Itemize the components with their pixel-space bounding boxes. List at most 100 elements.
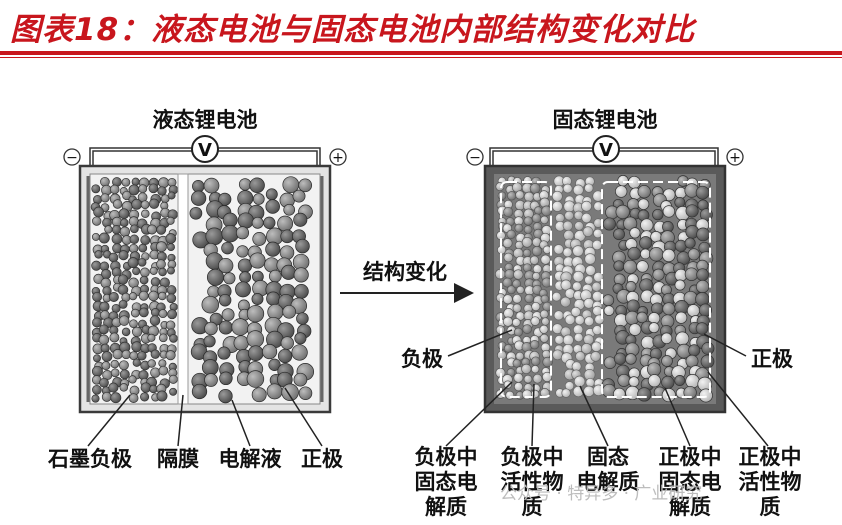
cathode-particle [648, 322, 660, 334]
graphite-particle [91, 232, 100, 241]
voltmeter-icon [191, 135, 219, 163]
voltmeter-symbol: V [198, 140, 212, 161]
cathode-particle [640, 248, 651, 260]
graphite-particle [140, 200, 150, 210]
arrow-label: 结构变化 [363, 260, 447, 284]
anode-particle [512, 279, 522, 289]
graphite-particle [129, 319, 138, 329]
cathode-particle [675, 331, 690, 346]
cathode-particle [684, 267, 699, 281]
anode-particle [532, 373, 543, 384]
label-electrolyte: 电解液 [219, 447, 282, 471]
cathode-particle [647, 362, 662, 377]
anode-particle [531, 365, 540, 374]
cathode-particle [629, 227, 641, 239]
cathode-particle [636, 260, 649, 273]
cathode-particle [246, 370, 265, 388]
anode-particle [522, 324, 533, 334]
graphite-particle [98, 232, 110, 244]
graphite-particle [139, 307, 149, 318]
anode-region-outline [500, 181, 552, 398]
cathode-particle [279, 245, 295, 260]
graphite-particle [101, 361, 111, 371]
cathode-particle [696, 268, 709, 282]
cathode-particle [662, 248, 676, 263]
graphite-particle [131, 341, 143, 353]
liquid-cathode-particles [189, 176, 315, 404]
cathode-particle [268, 269, 282, 283]
title-rule [0, 51, 842, 55]
cathode-particle [649, 246, 664, 262]
cathode-particle [201, 295, 220, 314]
anode-particle [521, 236, 533, 248]
solid-electrolyte-particle [591, 341, 602, 352]
graphite-particle [165, 350, 176, 361]
graphite-particle [118, 250, 129, 261]
svg-text:活性物: 活性物 [739, 470, 802, 494]
liquid-labels: 石墨负极 隔膜 电解液 正极 [47, 387, 344, 471]
cathode-particle [251, 293, 264, 305]
graphite-particle [156, 390, 168, 402]
cathode-particle [613, 352, 627, 365]
graphite-particle [140, 235, 151, 246]
cathode-particle [283, 203, 296, 216]
cathode-particle [205, 227, 224, 246]
solid-electrolyte-particle [583, 334, 594, 345]
anode-particle [512, 303, 522, 313]
solid-cathode-particles [601, 175, 715, 403]
cathode-particle [292, 189, 306, 203]
cathode-particle [221, 241, 234, 255]
cathode-particle [674, 279, 686, 291]
title-rule-thin [0, 57, 842, 58]
cathode-particle [219, 371, 233, 386]
anode-particle [530, 340, 540, 350]
cathode-particle [647, 374, 661, 388]
svg-text:固态电: 固态电 [415, 470, 478, 494]
solid-electrolyte-particle [584, 275, 594, 285]
graphite-particle [149, 384, 158, 394]
solid-electrolyte-particle [590, 351, 601, 362]
graphite-particle [91, 184, 101, 194]
structure-change-arrow: 结构变化 [340, 260, 474, 303]
solid-electrolyte-particle [592, 290, 603, 302]
graphite-particle [139, 275, 149, 285]
anode-particle [539, 324, 549, 334]
cathode-particle [295, 238, 310, 254]
graphite-particle [91, 260, 102, 271]
anode-particle [513, 269, 524, 280]
cathode-particle [674, 196, 686, 208]
graphite-anode-particles [90, 176, 179, 404]
label-anode-active-material: 负极中 活性物 质 [501, 445, 564, 519]
anode-particle [529, 183, 541, 194]
graphite-particle [147, 333, 156, 342]
graphite-particle [109, 184, 120, 195]
cathode-particle [251, 216, 264, 229]
cathode-particle [628, 323, 642, 336]
cathode-particle [660, 332, 673, 345]
cathode-particle [247, 345, 264, 362]
cathode-particle [294, 332, 307, 345]
graphite-particle [130, 224, 139, 234]
anode-particle [516, 285, 525, 295]
anode-particle [534, 206, 543, 215]
graphite-particle [149, 315, 161, 326]
graphite-particle [119, 226, 131, 237]
graphite-particle [166, 216, 175, 225]
graphite-particle [140, 382, 152, 393]
anode-particle [541, 205, 552, 217]
svg-text:电解质: 电解质 [577, 470, 640, 494]
cathode-particle [265, 241, 281, 257]
plus-terminal-icon [726, 148, 744, 166]
graphite-particle [121, 349, 131, 360]
graphite-particle [131, 177, 140, 186]
cathode-particle [603, 305, 615, 316]
cathode-particle [640, 335, 655, 350]
cathode-particle [613, 260, 625, 272]
solid-electrolyte-particle [561, 388, 571, 398]
graphite-particle [92, 291, 103, 302]
graphite-particle [121, 327, 131, 337]
cathode-particle [683, 385, 697, 400]
graphite-particle [92, 317, 102, 328]
graphite-particle [169, 387, 178, 396]
graphite-particle [91, 365, 103, 377]
